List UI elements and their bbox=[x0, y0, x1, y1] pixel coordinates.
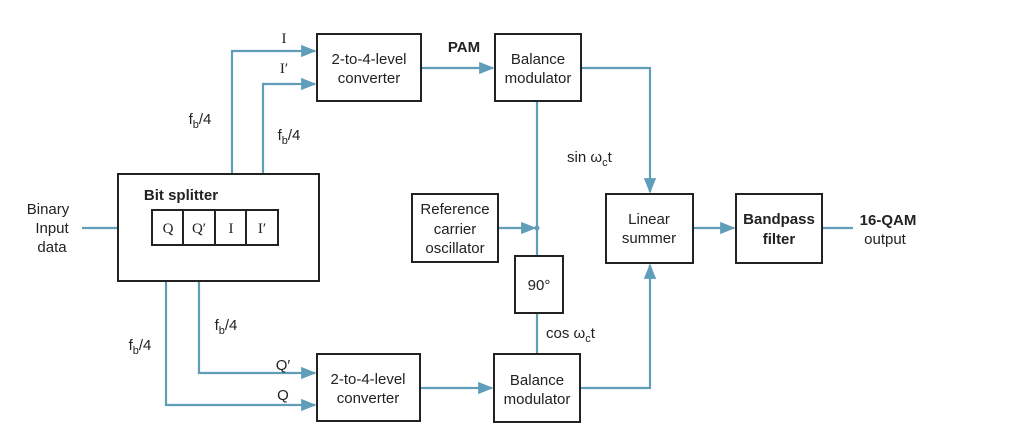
q-prime-wire bbox=[197, 245, 317, 380]
modulator-top-line2: modulator bbox=[505, 70, 572, 87]
cell-q-prime-label: Q′ bbox=[192, 221, 206, 237]
reference-oscillator bbox=[411, 193, 499, 263]
converter-top-line1: 2-to-4-level bbox=[331, 51, 406, 68]
phase-shifter bbox=[514, 255, 564, 314]
converter-bottom-line2: converter bbox=[337, 390, 400, 407]
phase-shift-label: 90° bbox=[528, 277, 551, 294]
oscillator-line3: oscillator bbox=[425, 240, 484, 257]
wires bbox=[82, 44, 853, 412]
output-line2: output bbox=[864, 231, 907, 248]
bit-splitter-cells: Q Q′ I I′ bbox=[151, 209, 279, 246]
signal-q-prime-label: Q′ bbox=[276, 357, 291, 374]
summer-line1: Linear bbox=[628, 211, 670, 228]
cell-q-label: Q bbox=[163, 221, 174, 237]
rate-label-q: fb/4 bbox=[129, 337, 152, 357]
cell-i-label: I bbox=[229, 221, 234, 237]
input-label-1: Binary bbox=[27, 201, 70, 218]
converter-bottom-line1: 2-to-4-level bbox=[330, 371, 405, 388]
modulator-bottom bbox=[493, 353, 581, 423]
modulator-bottom-line2: modulator bbox=[504, 391, 571, 408]
sin-carrier-label: sin ωct bbox=[567, 149, 613, 169]
junction-dot bbox=[534, 225, 540, 231]
signal-i-prime-label: I′ bbox=[280, 61, 288, 77]
cell-i bbox=[214, 209, 247, 246]
bottom-to-summer-wire bbox=[580, 263, 657, 390]
signal-q-label: Q bbox=[277, 387, 289, 404]
rate-label-q-prime: fb/4 bbox=[215, 317, 238, 337]
pam-label: PAM bbox=[448, 39, 480, 56]
bandpass-filter bbox=[735, 193, 823, 264]
bit-splitter-label: Bit splitter bbox=[144, 187, 218, 204]
i-wire bbox=[230, 44, 317, 210]
cos-carrier-label: cos ωct bbox=[546, 325, 596, 345]
input-label-2: Input bbox=[35, 220, 69, 237]
signal-i-label: I bbox=[282, 31, 287, 47]
cell-q-prime bbox=[182, 209, 216, 246]
modulator-bottom-line1: Balance bbox=[510, 372, 564, 389]
converter-top-line2: converter bbox=[338, 70, 401, 87]
top-to-summer-wire bbox=[581, 66, 657, 194]
summer-line2: summer bbox=[622, 230, 676, 247]
filter-line2: filter bbox=[763, 231, 796, 248]
cell-q bbox=[151, 209, 184, 246]
oscillator-line2: carrier bbox=[434, 221, 477, 238]
converter-bottom bbox=[316, 353, 421, 422]
linear-summer bbox=[605, 193, 694, 264]
modulator-top bbox=[494, 33, 582, 102]
rate-label-i: fb/4 bbox=[189, 111, 212, 131]
converter-top bbox=[316, 33, 422, 102]
input-label-3: data bbox=[37, 239, 67, 256]
output-line1: 16-QAM bbox=[860, 212, 917, 229]
cell-i-prime bbox=[245, 209, 279, 246]
i-prime-wire bbox=[261, 77, 317, 210]
modulator-top-line1: Balance bbox=[511, 51, 565, 68]
oscillator-line1: Reference bbox=[420, 201, 489, 218]
rate-label-i-prime: fb/4 bbox=[278, 127, 301, 147]
q-wire bbox=[164, 245, 317, 412]
cell-i-prime-label: I′ bbox=[258, 221, 266, 237]
filter-line1: Bandpass bbox=[743, 211, 815, 228]
